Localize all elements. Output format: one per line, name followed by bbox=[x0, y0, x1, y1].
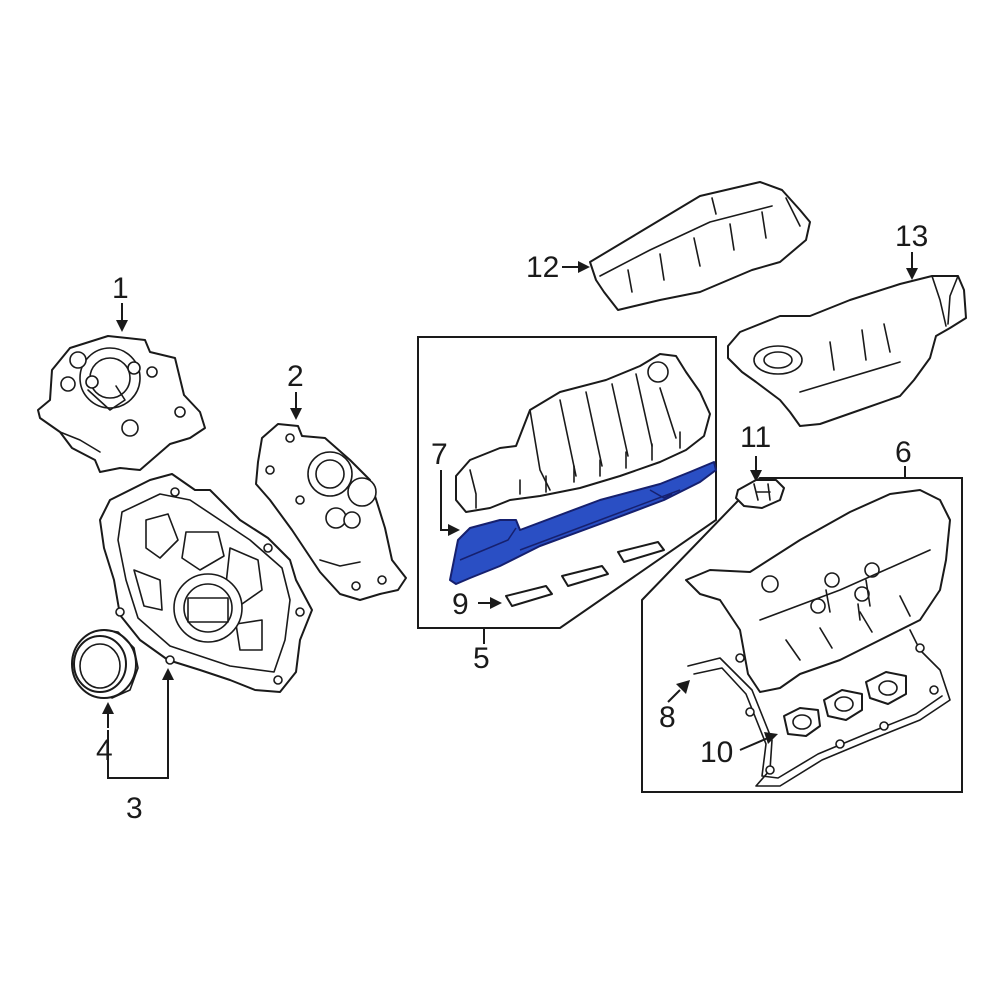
part-4-front-seal bbox=[71, 629, 139, 699]
callout-7: 7 bbox=[431, 438, 448, 471]
callout-4: 4 bbox=[96, 734, 113, 767]
part-11-clip bbox=[735, 479, 785, 509]
leader-11 bbox=[750, 456, 762, 482]
leader-13 bbox=[906, 252, 918, 280]
leader-4 bbox=[102, 702, 114, 728]
part-6-valve-cover-lower bbox=[685, 489, 951, 693]
leader-1 bbox=[116, 303, 128, 332]
leader-2 bbox=[290, 392, 302, 420]
part-9-seal-strips bbox=[505, 541, 665, 607]
part-5-valve-cover bbox=[455, 353, 711, 513]
callout-8: 8 bbox=[659, 701, 676, 734]
part-7-gasket-highlighted bbox=[449, 461, 717, 585]
group-5-frame bbox=[417, 336, 717, 629]
callout-11: 11 bbox=[740, 421, 771, 454]
callout-5: 5 bbox=[473, 642, 490, 675]
part-8-gasket-lower bbox=[687, 629, 951, 787]
leader-12 bbox=[562, 261, 590, 273]
callout-13: 13 bbox=[895, 220, 928, 253]
part-10-tube-seals bbox=[783, 671, 907, 737]
callout-12: 12 bbox=[526, 251, 559, 284]
callout-1: 1 bbox=[112, 272, 129, 305]
part-12-heat-shield bbox=[589, 181, 811, 311]
leader-3-bracket bbox=[107, 668, 174, 779]
part-3-front-cover bbox=[99, 473, 313, 693]
callout-6: 6 bbox=[895, 436, 912, 469]
callout-9: 9 bbox=[452, 588, 469, 621]
callout-10: 10 bbox=[700, 736, 733, 769]
callout-2: 2 bbox=[287, 360, 304, 393]
callout-3: 3 bbox=[126, 792, 143, 825]
leader-7 bbox=[440, 470, 460, 536]
part-1-timing-cover-upper bbox=[37, 335, 206, 473]
part-2-cover bbox=[255, 423, 407, 601]
part-13-engine-cover bbox=[727, 275, 967, 427]
leader-9 bbox=[478, 597, 502, 609]
leader-8 bbox=[667, 680, 690, 703]
